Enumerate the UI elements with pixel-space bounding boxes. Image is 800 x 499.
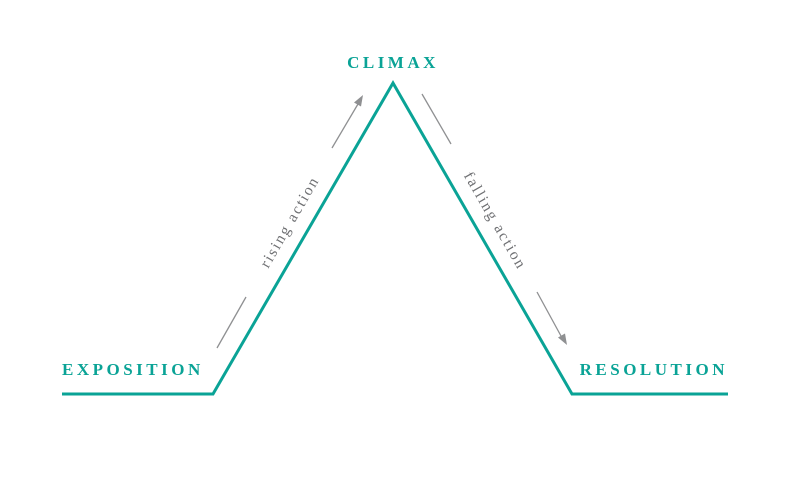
- climax-label: CLIMAX: [347, 53, 439, 72]
- falling-arrowhead-icon: [558, 333, 567, 345]
- rising-action-arrow: rising action: [216, 95, 363, 349]
- rising-arrow-head-segment: [331, 103, 359, 149]
- falling-arrow-tail-segment: [421, 93, 452, 145]
- falling-arrow-head-segment: [536, 291, 562, 337]
- rising-arrow-tail-segment: [216, 296, 247, 349]
- exposition-label: EXPOSITION: [62, 360, 204, 379]
- resolution-label: RESOLUTION: [580, 360, 728, 379]
- falling-action-arrow: falling action: [421, 93, 567, 345]
- story-arc-line: [62, 79, 728, 396]
- rising-arrowhead-icon: [354, 95, 363, 107]
